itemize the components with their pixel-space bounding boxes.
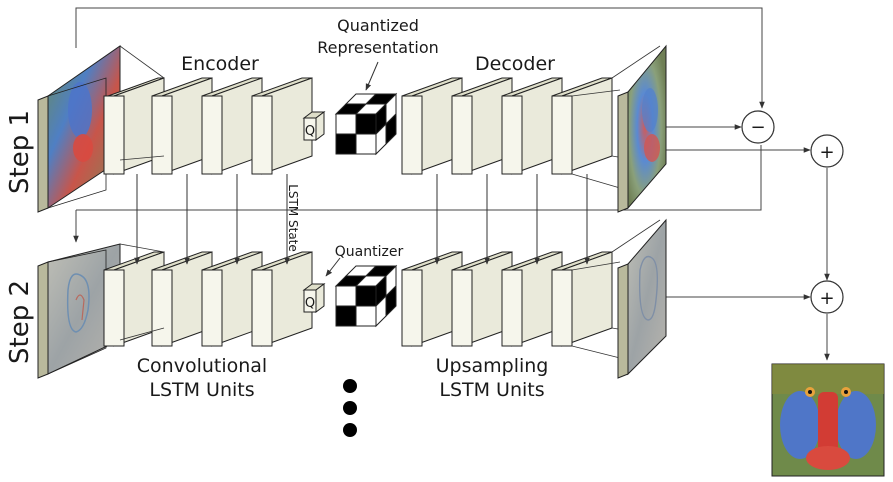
- add-node-step2: +: [810, 280, 844, 314]
- subtract-symbol: −: [750, 117, 765, 138]
- quantized-label-line2: Representation: [317, 38, 439, 57]
- quantized-cube-step1: [334, 92, 398, 156]
- step1-blocks: [103, 77, 613, 175]
- input-image-step1: [37, 45, 121, 213]
- annotation-pointers: [325, 61, 379, 277]
- decoder-label: Decoder: [475, 53, 555, 75]
- conv-lstm-label-line2: LSTM Units: [149, 379, 254, 401]
- add-symbol-step1: +: [819, 142, 834, 163]
- reconstruction-image-step2: [617, 218, 667, 379]
- add-symbol-step2: +: [819, 288, 834, 309]
- quantizer-q-step2: Q: [305, 296, 315, 311]
- step2-label: Step 2: [5, 280, 35, 364]
- skip-connection-lines: [73, 7, 830, 361]
- lstm-state-label: LSTM State: [286, 184, 300, 252]
- residual-image-step2: [37, 243, 121, 379]
- encoder-label: Encoder: [181, 53, 259, 75]
- output-image: [771, 363, 885, 477]
- lstm-state-arrows: [134, 174, 590, 265]
- quantized-label-line1: Quantized: [337, 16, 419, 35]
- upsampling-lstm-label-line1: Upsampling: [436, 355, 549, 377]
- upsampling-lstm-label-line2: LSTM Units: [439, 379, 544, 401]
- continuation-dots: [343, 379, 357, 437]
- quantizer-step1: [302, 111, 326, 141]
- step1-label: Step 1: [5, 110, 35, 194]
- conv-lstm-label-line1: Convolutional: [137, 355, 267, 377]
- quantized-cube-step2: [334, 264, 398, 328]
- reconstruction-image-step1: [617, 44, 667, 213]
- quantizer-label: Quantizer: [335, 244, 404, 260]
- quantizer-step2: [302, 283, 326, 313]
- subtract-node: −: [741, 110, 775, 144]
- quantizer-q-step1: Q: [305, 124, 315, 139]
- add-node-step1: +: [810, 134, 844, 168]
